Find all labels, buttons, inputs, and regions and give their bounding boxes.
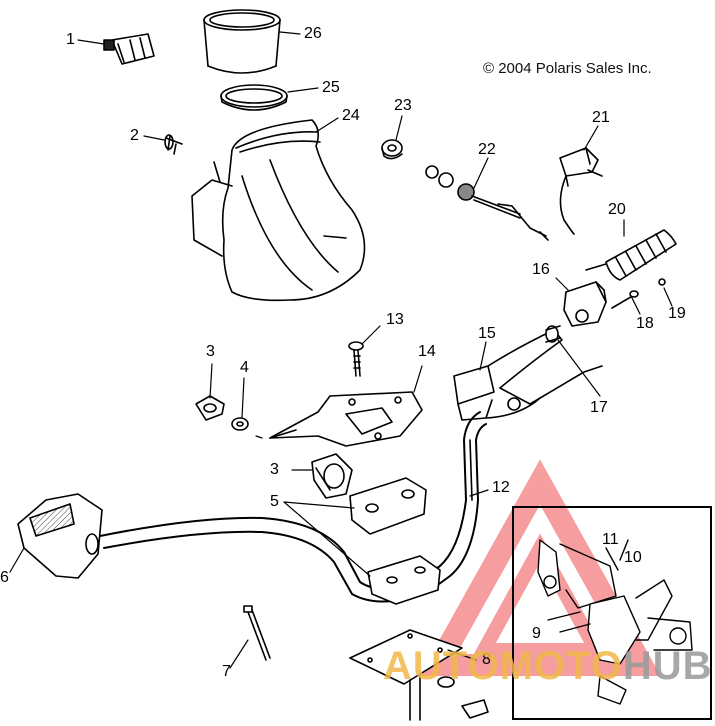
callout-12: 12 [492,479,510,496]
part-7-cable-tie [243,605,271,661]
callout-18: 18 [636,315,654,332]
part-22-switch [425,165,549,241]
part-5-lower-clamp [367,555,441,605]
watermark-text: AUTOMOTOHUB [383,646,713,686]
copyright-notice: © 2004 Polaris Sales Inc. [483,60,652,77]
watermark-part2: HUB [622,644,713,688]
part-8-plate [349,629,489,721]
inset-frame [512,506,712,720]
callout-4: 4 [240,359,249,376]
callout-10: 10 [624,549,642,566]
part-4-washer [231,417,249,431]
callout-22: 22 [478,141,496,158]
part-23-washer [381,139,403,160]
callout-13: 13 [386,311,404,328]
part-2-screw [164,134,183,155]
inset-detail [537,539,693,705]
callout-21: 21 [592,109,610,126]
part-26-sleeve [203,9,281,74]
part-19-screw [658,278,666,286]
callout-6: 6 [0,569,9,586]
part-6-switch-housing [17,493,103,579]
part-5-upper-clamp [349,477,427,535]
part-21-relay [559,147,603,235]
callout-8: 8 [482,651,491,668]
part-16-housing [563,281,607,327]
part-14-bracket [269,391,423,447]
callout-25: 25 [322,79,340,96]
watermark-part1: AUTOMOTO [383,644,623,688]
callout-7: 7 [222,663,231,680]
callout-26: 26 [304,25,322,42]
leader-lines [9,31,673,669]
callout-19: 19 [668,305,686,322]
callout-14: 14 [418,343,436,360]
callout-3-lower: 3 [270,461,279,478]
part-15-master-cylinder [453,329,603,421]
callout-3-upper: 3 [206,343,215,360]
callout-1: 1 [66,31,75,48]
callout-9: 9 [532,625,541,642]
callout-20: 20 [608,201,626,218]
part-3-clamp-lower [311,453,353,499]
part-17-collar [545,325,561,343]
callout-23: 23 [394,97,412,114]
part-24-pod [191,119,366,302]
callout-15: 15 [478,325,496,342]
part-3-mount-upper [195,395,225,421]
callout-5: 5 [270,493,279,510]
callout-11: 11 [602,531,619,548]
part-1-clip [103,33,155,65]
part-18-screw [611,290,639,309]
part-20-grip [585,229,677,281]
part-25-ring [220,84,288,111]
callout-17: 17 [590,399,608,416]
callout-2: 2 [130,127,139,144]
part-13-bolt [348,341,364,377]
callout-24: 24 [342,107,360,124]
callout-16: 16 [532,261,550,278]
